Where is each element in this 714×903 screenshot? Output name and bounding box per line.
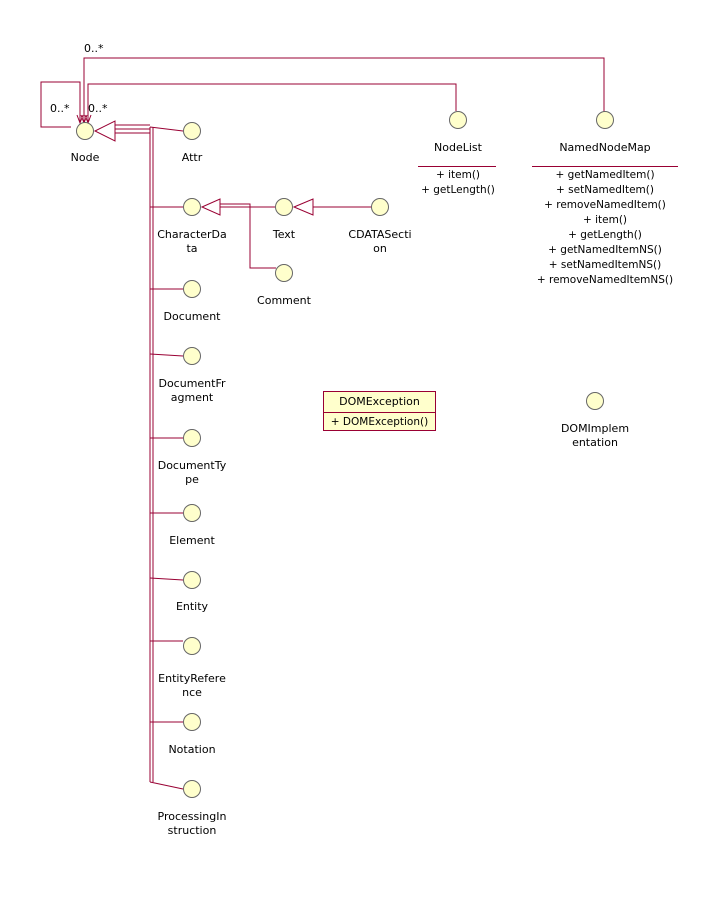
namednodemap-op: + item() [582, 214, 628, 226]
namednodemap-op: + removeNamedItem() [544, 199, 666, 211]
namednodemap-operations: + getNamedItem() + setNamedItem() + remo… [528, 168, 682, 288]
notation-label: Notation [168, 743, 216, 756]
nodelist-separator [418, 166, 496, 167]
node-circle[interactable] [76, 122, 94, 140]
attr-circle[interactable] [183, 122, 201, 140]
entityreference-circle[interactable] [183, 637, 201, 655]
documentfragment-circle[interactable] [183, 347, 201, 365]
nodelist-association [87, 83, 457, 122]
namednodemap-separator [532, 166, 678, 167]
namednodemap-op: + getNamedItem() [555, 169, 655, 181]
domimplementation-circle[interactable] [586, 392, 604, 410]
attr-label: Attr [181, 151, 203, 164]
comment-label: Comment [257, 294, 311, 307]
text-circle[interactable] [275, 198, 293, 216]
multiplicity-top: 0..* [84, 42, 104, 55]
namednodemap-op: + getNamedItemNS() [548, 244, 662, 256]
generalization-arrow [292, 198, 314, 216]
element-circle[interactable] [183, 504, 201, 522]
entity-circle[interactable] [183, 571, 201, 589]
namednodemap-op: + setNamedItem() [556, 184, 654, 196]
namednodemap-op: + setNamedItemNS() [548, 259, 662, 271]
node-label: Node [70, 151, 100, 164]
nodelist-label: NodeList [434, 141, 482, 154]
notation-circle[interactable] [183, 713, 201, 731]
nodelist-op: + item() [435, 169, 481, 181]
element-label: Element [169, 534, 215, 547]
namednodemap-association [83, 57, 605, 122]
multiplicity-right: 0..* [88, 102, 108, 115]
namednodemap-op: + removeNamedItemNS() [536, 274, 674, 286]
namednodemap-circle[interactable] [596, 111, 614, 129]
nodelist-circle[interactable] [449, 111, 467, 129]
namednodemap-op: + getLength() [568, 229, 642, 241]
domexception-class[interactable]: DOMException + DOMException() [323, 391, 436, 431]
processinginstruction-circle[interactable] [183, 780, 201, 798]
multiplicity-left: 0..* [50, 102, 70, 115]
cdatasection-circle[interactable] [371, 198, 389, 216]
node-self-association [40, 81, 81, 128]
generalization-arrow [93, 120, 116, 142]
entity-label: Entity [175, 600, 209, 613]
namednodemap-label: NamedNodeMap [559, 141, 651, 154]
characterdata-circle[interactable] [183, 198, 201, 216]
generalization-arrow [200, 198, 221, 216]
nodelist-op: + getLength() [421, 184, 495, 196]
domexception-title: DOMException [324, 392, 435, 413]
nodelist-operations: + item() + getLength() [408, 168, 508, 198]
domexception-op: + DOMException() [330, 416, 429, 428]
comment-circle[interactable] [275, 264, 293, 282]
document-label: Document [163, 310, 221, 323]
documenttype-circle[interactable] [183, 429, 201, 447]
document-circle[interactable] [183, 280, 201, 298]
text-label: Text [272, 228, 296, 241]
